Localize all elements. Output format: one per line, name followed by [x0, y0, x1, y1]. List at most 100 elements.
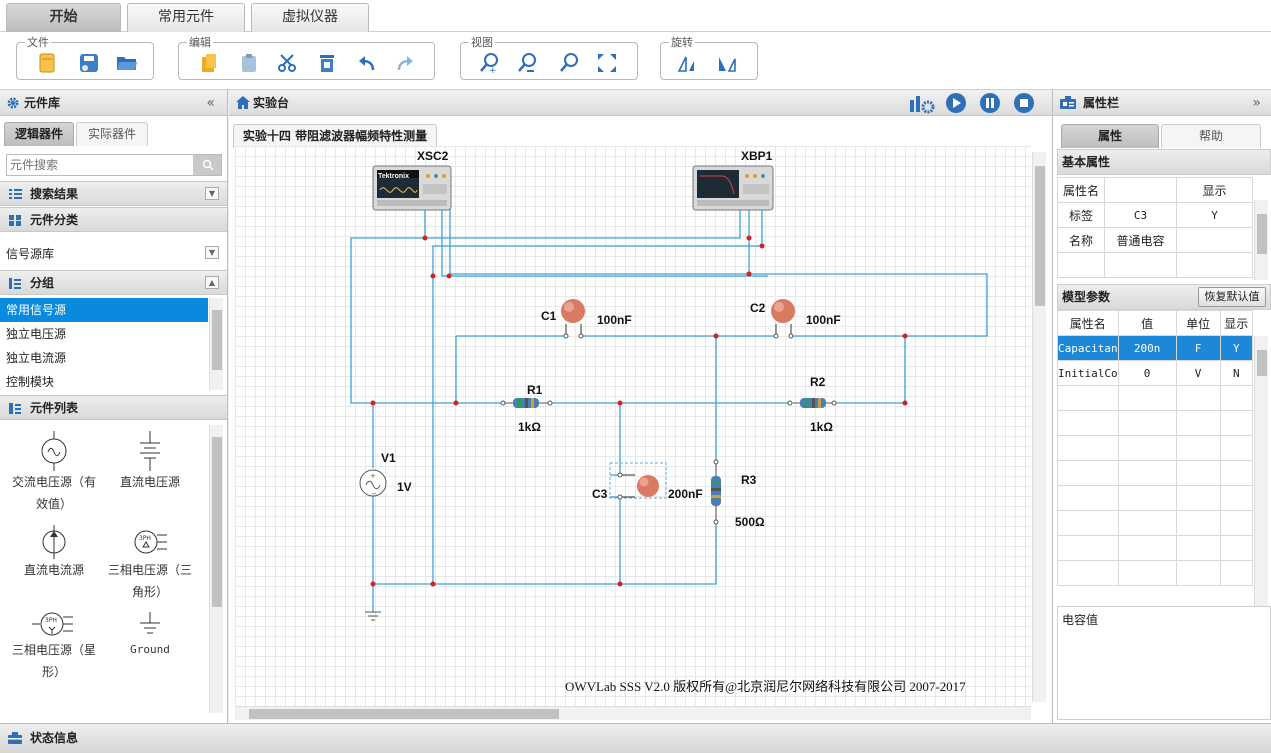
- basic-row-name-value[interactable]: 普通电容: [1104, 227, 1177, 253]
- new-button[interactable]: [35, 52, 59, 74]
- empty-cell: [1117, 385, 1177, 411]
- component-three-phase-delta[interactable]: 3PH 三相电压源（三角形）: [100, 525, 200, 603]
- redo-button[interactable]: [393, 52, 417, 74]
- basic-row-label-value[interactable]: C3: [1104, 202, 1177, 228]
- group-item-current-source[interactable]: 独立电流源: [6, 351, 67, 365]
- instrument-settings-icon: [910, 96, 935, 114]
- status-icon: [8, 732, 22, 744]
- tab-help[interactable]: 帮助: [1161, 124, 1261, 148]
- component-dc-current-source[interactable]: 直流电流源: [4, 525, 104, 581]
- stop-icon[interactable]: [1013, 92, 1035, 114]
- empty-cell: [1175, 385, 1221, 411]
- workbench-header: 实验台: [229, 90, 1052, 116]
- r2-value: 1kΩ: [810, 420, 833, 434]
- tab-experiment-14[interactable]: 实验十四 带阻滤波器幅频特性测量: [233, 124, 437, 148]
- component-search-input[interactable]: [7, 155, 187, 175]
- model-col-value: 值: [1117, 310, 1177, 336]
- group-item-voltage-source[interactable]: 独立电压源: [6, 327, 67, 341]
- rotate-group-label: 旋转: [669, 34, 695, 50]
- chevron-down-icon[interactable]: ▼: [205, 187, 219, 200]
- model-row[interactable]: InitialCo 0 V N: [1057, 360, 1254, 386]
- model-scrollbar[interactable]: [1254, 336, 1268, 606]
- chevron-down-icon[interactable]: ▼: [205, 246, 219, 259]
- v1-label: V1: [381, 451, 396, 465]
- zoom-out-icon: [518, 53, 536, 72]
- chevron-up-icon[interactable]: ▲: [205, 276, 219, 289]
- node: [446, 273, 452, 279]
- tab-properties[interactable]: 属性: [1061, 124, 1159, 148]
- rotate-right-button[interactable]: [715, 52, 739, 74]
- undo-button[interactable]: [355, 52, 379, 74]
- basic-scroll-thumb[interactable]: [1257, 214, 1267, 254]
- model-row-selected[interactable]: Capacitan 200n F Y: [1057, 335, 1254, 361]
- copy-button[interactable]: [197, 52, 221, 74]
- ground-icon: [140, 612, 160, 634]
- collapse-left-icon[interactable]: «: [206, 95, 215, 111]
- basic-scrollbar[interactable]: [1254, 200, 1268, 280]
- pause-icon[interactable]: [979, 92, 1001, 114]
- node: [902, 400, 908, 406]
- tab-logic-devices[interactable]: 逻辑器件: [4, 122, 74, 146]
- component-list-header: 元件列表: [0, 395, 227, 420]
- c3-value: 200nF: [668, 487, 703, 501]
- play-icon[interactable]: [945, 92, 967, 114]
- grid-icon: [9, 215, 21, 226]
- category-select[interactable]: 信号源库 ▼: [0, 240, 227, 266]
- open-button[interactable]: [115, 52, 139, 74]
- zoom-out-button[interactable]: [515, 52, 539, 74]
- delete-button[interactable]: [315, 52, 339, 74]
- svg-text:3PH: 3PH: [45, 617, 57, 624]
- component-label: 直流电流源: [23, 563, 84, 577]
- reset-default-button[interactable]: 恢复默认值: [1198, 287, 1266, 307]
- model-param-value[interactable]: 200n: [1117, 335, 1177, 361]
- group-scroll-thumb[interactable]: [212, 310, 222, 370]
- model-param-display[interactable]: N: [1219, 360, 1254, 386]
- component-ground[interactable]: Ground: [100, 609, 200, 661]
- group-item-common-signal[interactable]: 常用信号源: [0, 298, 208, 322]
- copy-icon: [202, 54, 216, 72]
- model-param-display[interactable]: Y: [1219, 335, 1254, 361]
- tab-virtual-instruments[interactable]: 虚拟仪器: [251, 3, 369, 32]
- fit-screen-button[interactable]: [595, 52, 619, 74]
- r3-value: 500Ω: [735, 515, 765, 529]
- rotate-left-button[interactable]: [675, 52, 699, 74]
- model-scroll-thumb[interactable]: [1257, 350, 1267, 376]
- component-library-title: 元件库: [24, 96, 61, 110]
- redo-icon: [397, 56, 413, 71]
- undo-icon: [359, 56, 375, 71]
- empty-cell: [1175, 560, 1221, 586]
- cut-button[interactable]: [275, 52, 299, 74]
- canvas-vscroll-thumb[interactable]: [1035, 166, 1045, 306]
- file-group-label: 文件: [25, 34, 51, 50]
- group-scrollbar[interactable]: [209, 298, 223, 390]
- search-results-header[interactable]: 搜索结果 ▼: [0, 181, 227, 206]
- group-item-control-module[interactable]: 控制模块: [6, 375, 55, 389]
- empty-cell: [1117, 535, 1177, 561]
- component-scroll-thumb[interactable]: [212, 437, 222, 607]
- canvas-hscroll-thumb[interactable]: [249, 709, 559, 719]
- canvas-horizontal-scrollbar[interactable]: [235, 706, 1031, 720]
- component-three-phase-star[interactable]: 3PH 三相电压源（星形）: [4, 609, 104, 683]
- group-header[interactable]: 分组 ▲: [0, 270, 227, 295]
- collapse-right-icon[interactable]: »: [1252, 95, 1261, 111]
- save-button[interactable]: [77, 52, 101, 74]
- capacitor-c2: [771, 299, 795, 339]
- search-button[interactable]: [193, 155, 221, 175]
- model-param-value[interactable]: 0: [1117, 360, 1177, 386]
- canvas-vertical-scrollbar[interactable]: [1032, 152, 1046, 702]
- component-list-scrollbar[interactable]: [209, 425, 223, 713]
- tab-start[interactable]: 开始: [6, 3, 121, 32]
- basic-row-name-display[interactable]: [1176, 227, 1253, 253]
- property-description: 电容值: [1057, 606, 1271, 720]
- zoom-reset-button[interactable]: [557, 52, 581, 74]
- component-ac-voltage-source[interactable]: 交流电压源（有效值）: [4, 431, 104, 515]
- paste-button[interactable]: [237, 52, 261, 74]
- zoom-in-button[interactable]: +: [477, 52, 501, 74]
- tab-common-components[interactable]: 常用元件: [127, 3, 245, 32]
- component-dc-voltage-source[interactable]: 直流电压源: [100, 431, 200, 493]
- circuit-canvas[interactable]: + − XSC2 Tektronix XBP1 C1 100nF C2 100n…: [235, 146, 1031, 706]
- c2-label: C2: [750, 301, 766, 315]
- tab-real-devices[interactable]: 实际器件: [76, 122, 148, 146]
- basic-row-label-display[interactable]: Y: [1176, 202, 1253, 228]
